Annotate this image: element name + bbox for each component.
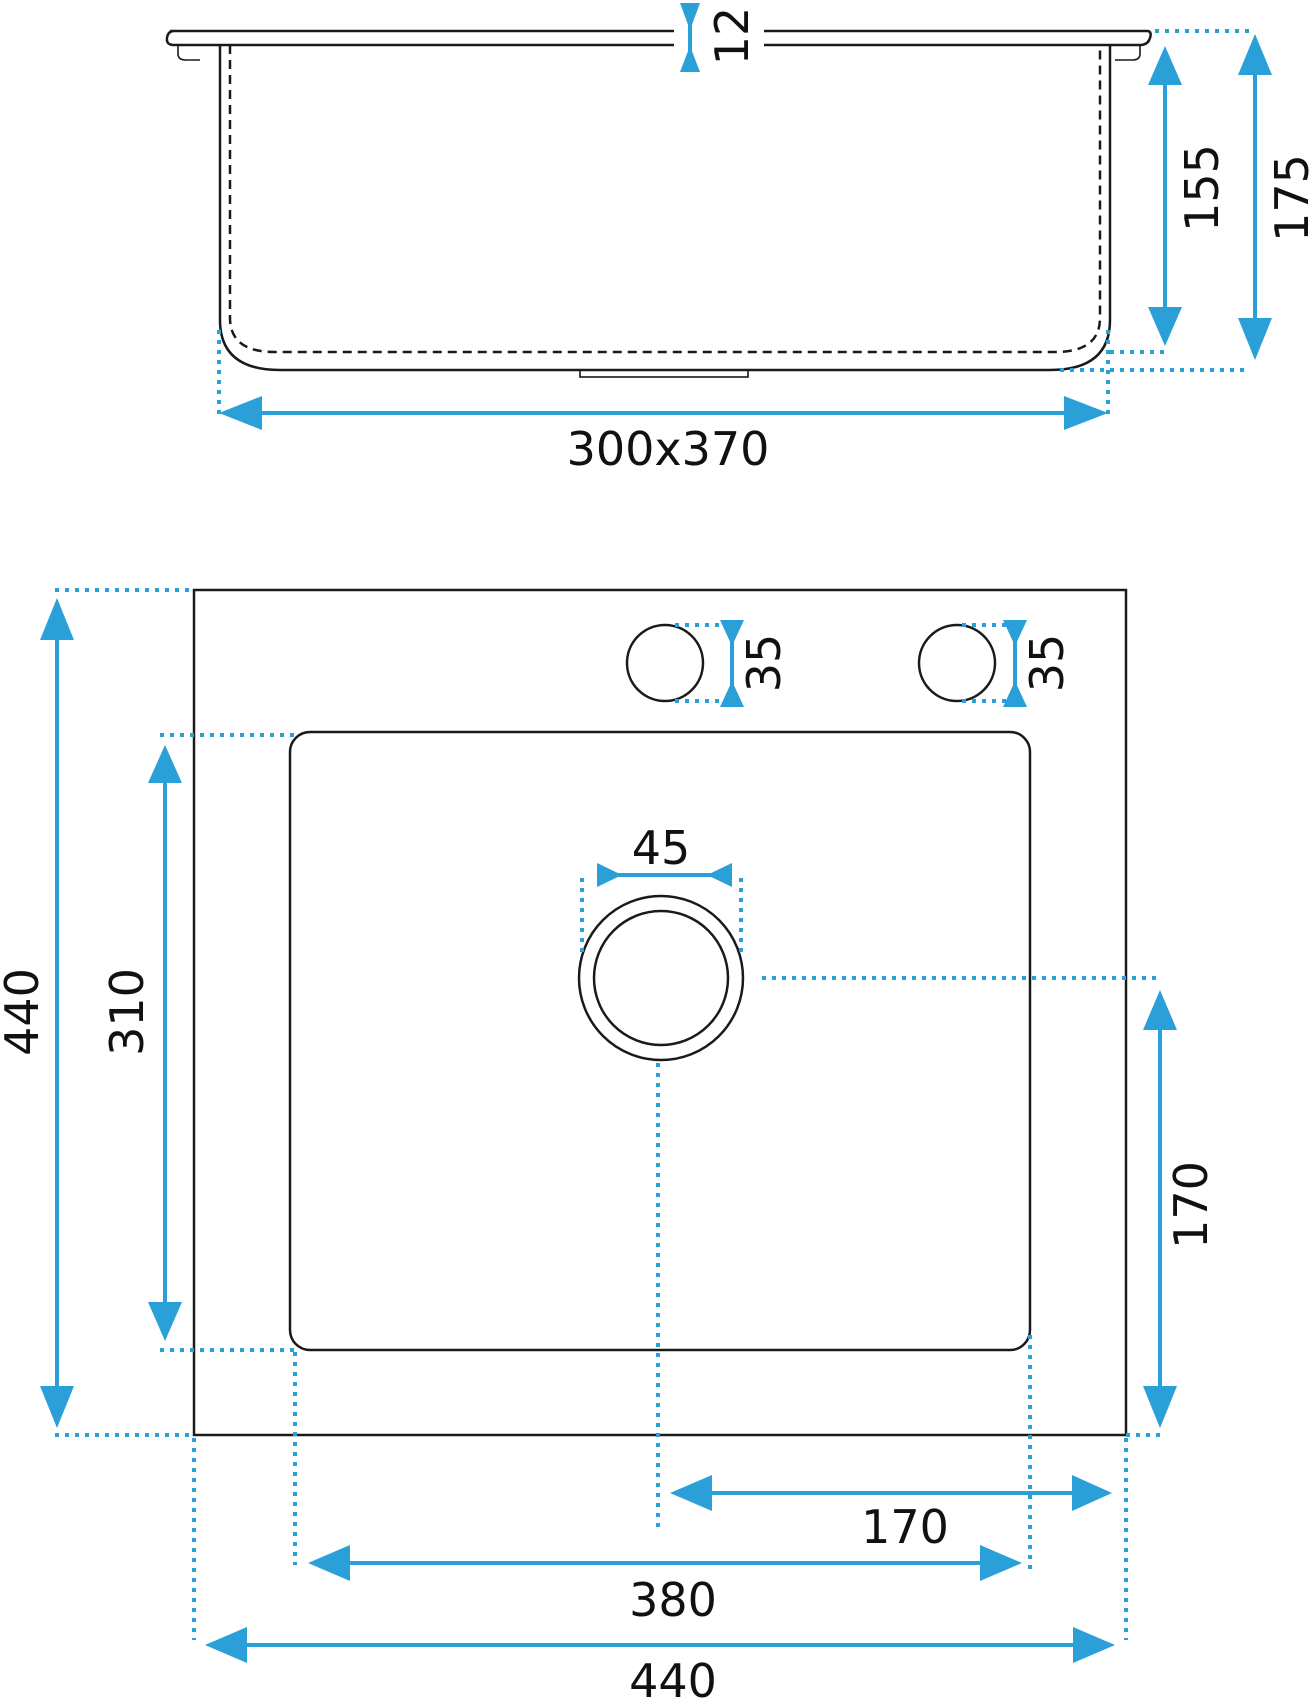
dim-bowl-depth: 155 bbox=[1110, 29, 1250, 354]
drain-inner bbox=[592, 909, 730, 1047]
tap-hole-left bbox=[625, 623, 705, 703]
bowl-outline bbox=[288, 730, 1032, 1352]
dim-label-45: 45 bbox=[632, 821, 691, 875]
dim-bowl-size: 300x370 bbox=[217, 330, 1110, 476]
dim-label-155: 155 bbox=[1175, 144, 1229, 232]
dim-label-170-horizontal: 170 bbox=[861, 1500, 949, 1554]
dim-tap-hole-right: 35 bbox=[962, 620, 1074, 707]
drain-outer bbox=[577, 894, 745, 1062]
dim-drain-offset-horizontal: 170 bbox=[670, 1475, 1112, 1554]
dim-total-height: 175 bbox=[1060, 34, 1311, 372]
dim-label-300x370: 300x370 bbox=[567, 422, 770, 476]
sink-outline bbox=[192, 588, 1128, 1437]
dim-drain-diameter: 45 bbox=[580, 821, 743, 952]
dim-tap-hole-left: 35 bbox=[675, 620, 791, 707]
dim-label-380: 380 bbox=[629, 1573, 717, 1627]
side-bowl-inner bbox=[228, 45, 1102, 354]
dim-sink-width: 440 bbox=[205, 1627, 1115, 1701]
dim-bowl-width: 380 bbox=[308, 1545, 1022, 1627]
dim-sink-depth: 440 bbox=[0, 588, 194, 1437]
side-drain bbox=[579, 369, 749, 378]
dim-label-440-vertical: 440 bbox=[0, 968, 49, 1056]
dim-flange-thickness: 12 bbox=[680, 3, 759, 72]
side-view: 12 155 175 300x370 bbox=[165, 3, 1311, 476]
dim-label-175: 175 bbox=[1265, 154, 1311, 242]
dim-label-440-horizontal: 440 bbox=[629, 1654, 717, 1701]
dim-label-12: 12 bbox=[705, 7, 759, 66]
side-bowl-outline bbox=[218, 45, 1112, 372]
dim-drain-offset-vertical: 170 bbox=[762, 976, 1218, 1437]
dim-label-170-vertical: 170 bbox=[1164, 1161, 1218, 1249]
dim-label-35-right: 35 bbox=[1020, 634, 1074, 693]
tap-hole-right bbox=[917, 623, 997, 703]
dim-label-35-left: 35 bbox=[737, 634, 791, 693]
side-flange bbox=[165, 29, 1152, 47]
top-view: 35 35 45 440 bbox=[0, 588, 1218, 1701]
dim-label-310: 310 bbox=[100, 968, 154, 1056]
dim-bowl-depth-top: 310 bbox=[100, 733, 295, 1352]
